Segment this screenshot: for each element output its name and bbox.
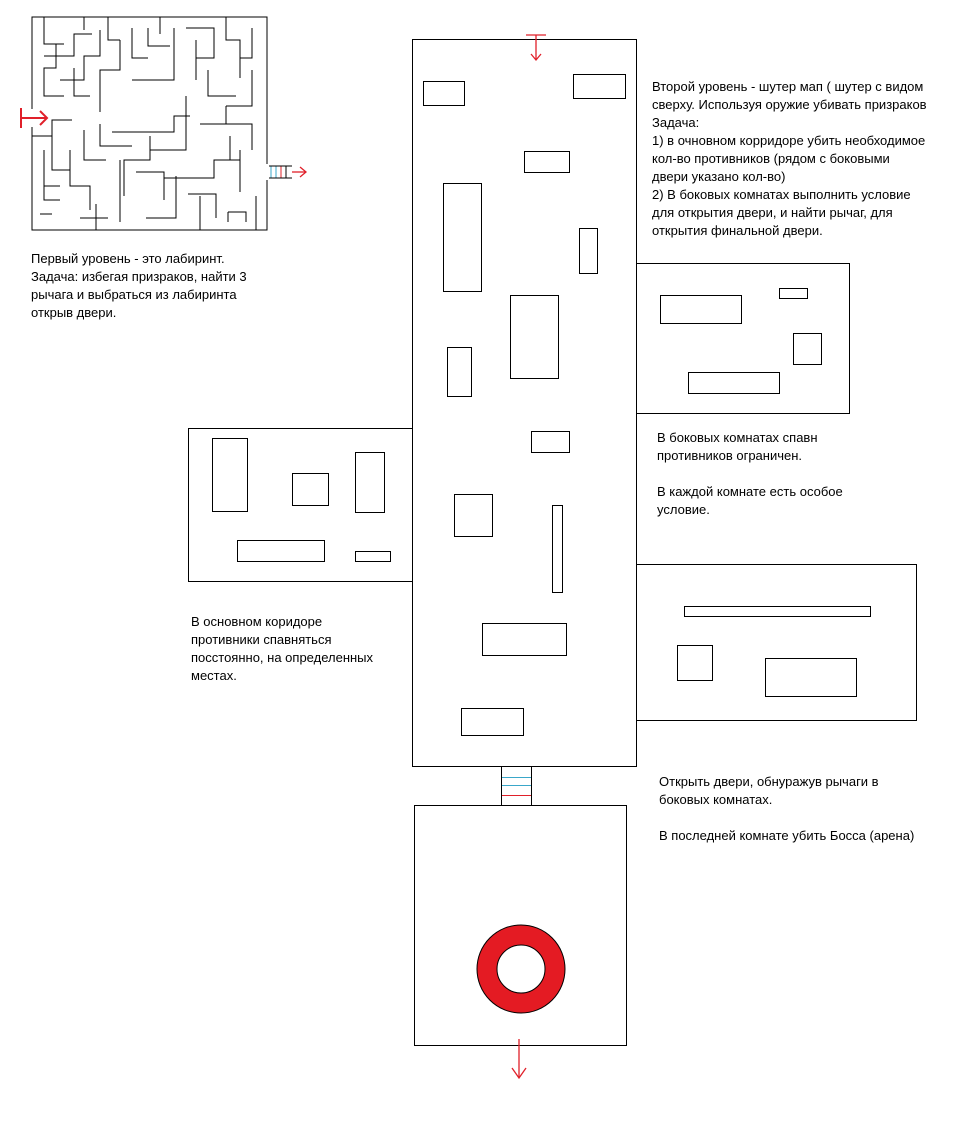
obstacle (355, 551, 391, 562)
note-line: Задача: избегая призраков, найти 3 (31, 269, 247, 284)
note-line: 2) В боковых комнатах выполнить условие (652, 187, 911, 202)
room-outline (188, 428, 413, 582)
obstacle (677, 645, 713, 681)
boss-exit-arrow (511, 1039, 527, 1080)
obstacle (779, 288, 808, 299)
note-line: боковых комнатах. (659, 792, 773, 807)
note-line: противники спавняться (191, 632, 332, 647)
note-line: открытия финальной двери. (652, 223, 823, 238)
boss-room-stairs (501, 766, 532, 806)
room-outline (636, 564, 917, 721)
obstacle (443, 183, 482, 292)
obstacle (355, 452, 385, 513)
obstacle (793, 333, 822, 365)
note-line: открыв двери. (31, 305, 117, 320)
maze-exit-stairs (269, 165, 292, 179)
note-line (659, 809, 914, 827)
maze-entrance-arrow (20, 108, 49, 128)
note-level1: Первый уровень - это лабиринт. Задача: и… (31, 250, 247, 322)
room-outline (414, 805, 627, 1046)
maze (30, 16, 292, 231)
note-line: кол-во противников (рядом с боковыми (652, 151, 890, 166)
obstacle (510, 295, 559, 379)
obstacle (688, 372, 780, 394)
corridor-outline (412, 39, 637, 767)
note-level2: Второй уровень - шутер мап ( шутер с вид… (652, 78, 927, 240)
main-corridor (412, 39, 637, 767)
obstacle (447, 347, 472, 397)
boss-arena-ring (477, 925, 565, 1013)
note-line: рычага и выбраться из лабиринта (31, 287, 237, 302)
obstacle (454, 494, 493, 537)
obstacle (461, 708, 524, 736)
boss-arena-ring-inner (496, 944, 546, 994)
boss-arena-room (414, 805, 627, 1046)
note-line: В боковых комнатах спавн (657, 430, 818, 445)
note-line: В последней комнате убить Босса (арена) (659, 828, 915, 843)
obstacle (765, 658, 857, 697)
note-line: 1) в очновном корридоре убить необходимо… (652, 133, 926, 148)
obstacle (237, 540, 325, 562)
corridor-entry-arrow (526, 34, 546, 62)
obstacle (531, 431, 570, 453)
note-line: Открыть двери, обнуражув рычаги в (659, 774, 879, 789)
side-room-left (188, 428, 413, 582)
obstacle (482, 623, 567, 656)
note-line: двери указано кол-во) (652, 169, 786, 184)
note-final: Открыть двери, обнуражув рычаги в боковы… (659, 773, 914, 845)
obstacle (524, 151, 570, 173)
obstacle (579, 228, 598, 274)
obstacle (660, 295, 742, 324)
note-side-rooms: В боковых комнатах спавн противников огр… (657, 429, 843, 519)
corridor-obstacles (423, 74, 626, 736)
room-outline (636, 263, 850, 414)
note-line: В основном коридоре (191, 614, 323, 629)
obstacle (573, 74, 626, 99)
obstacle (423, 81, 465, 106)
maze-walls (32, 17, 257, 230)
note-line: сверху. Используя оружие убивать призрак… (652, 97, 927, 112)
note-line (657, 465, 843, 483)
note-line: условие. (657, 502, 710, 517)
note-line: посстоянно, на определенных (191, 650, 374, 665)
obstacle (292, 473, 329, 506)
note-line: для открытия двери, и найти рычаг, для (652, 205, 893, 220)
note-line: Первый уровень - это лабиринт. (31, 251, 225, 266)
side-room-right-bottom (636, 564, 917, 721)
note-line: В каждой комнате есть особое (657, 484, 843, 499)
note-main-corridor: В основном коридоре противники спавнятьс… (191, 613, 373, 685)
obstacle (552, 505, 563, 593)
obstacle (212, 438, 248, 512)
obstacle (684, 606, 871, 617)
maze-exit-arrow (292, 166, 308, 178)
note-line: Задача: (652, 115, 700, 130)
note-line: Второй уровень - шутер мап ( шутер с вид… (652, 79, 924, 94)
side-room-right-top (636, 263, 850, 414)
note-line: местах. (191, 668, 237, 683)
boss-arena-ring-outer (476, 924, 566, 1014)
note-line: противников ограничен. (657, 448, 803, 463)
